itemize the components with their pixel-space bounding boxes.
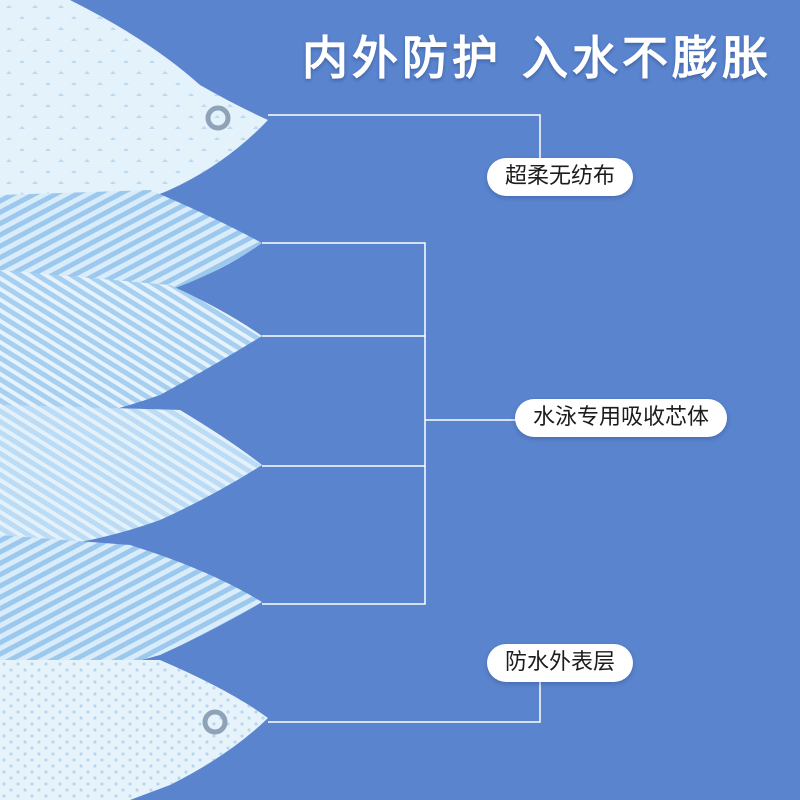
top-layer-nonwoven bbox=[0, 0, 268, 211]
callout-line-top bbox=[268, 114, 541, 160]
label-top-layer: 超柔无纺布 bbox=[487, 158, 634, 196]
bottom-layer-waterproof bbox=[0, 660, 268, 800]
label-bottom-layer: 防水外表层 bbox=[487, 644, 634, 682]
core-layer-4 bbox=[0, 535, 262, 680]
callout-line-core-bracket bbox=[262, 242, 426, 605]
rivet-icon bbox=[205, 105, 231, 131]
core-layer-2 bbox=[0, 270, 262, 425]
headline: 内外防护 入水不膨胀 bbox=[301, 31, 772, 85]
label-core-layer: 水泳专用吸收芯体 bbox=[515, 399, 728, 437]
rivet-icon bbox=[202, 709, 228, 735]
core-layer-3 bbox=[0, 405, 262, 548]
callout-lines bbox=[262, 114, 541, 723]
callout-line-bottom bbox=[268, 682, 541, 723]
